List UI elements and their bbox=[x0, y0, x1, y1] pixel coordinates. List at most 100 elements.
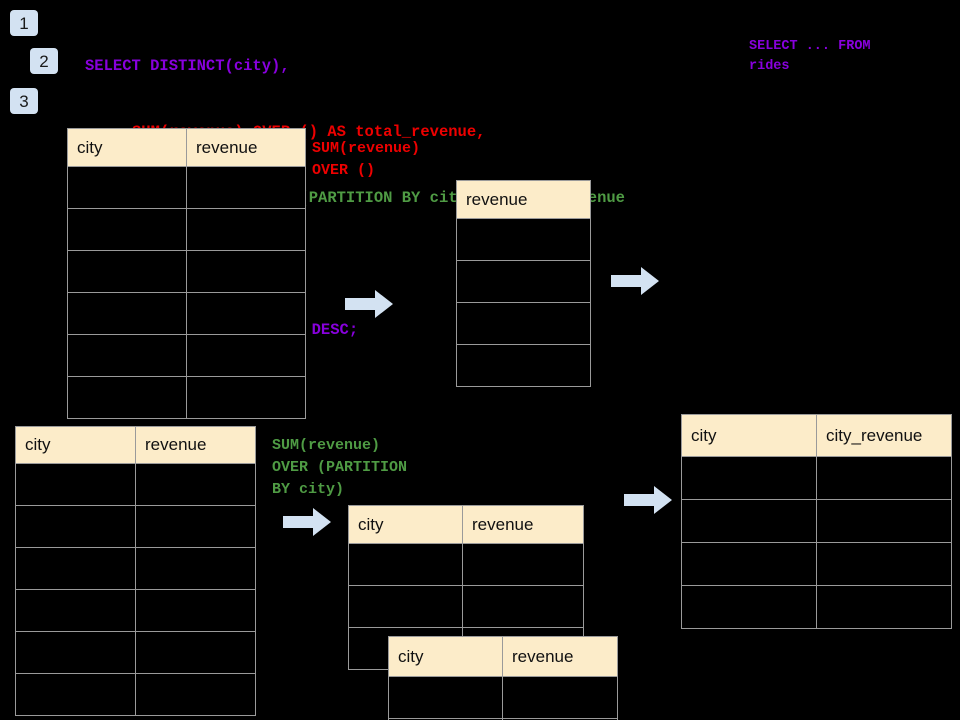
table-header-row: city revenue bbox=[348, 505, 584, 544]
table-header-row: city revenue bbox=[15, 426, 256, 464]
column-header-city: city bbox=[681, 414, 817, 457]
cell-revenue bbox=[456, 302, 591, 345]
cell-revenue bbox=[186, 250, 306, 293]
table-row bbox=[15, 505, 256, 548]
table-row bbox=[388, 676, 618, 719]
cell-city bbox=[67, 166, 187, 209]
cell-revenue bbox=[135, 631, 256, 674]
table-row bbox=[15, 589, 256, 632]
table-row bbox=[67, 334, 306, 377]
column-header-city-revenue: city_revenue bbox=[816, 414, 952, 457]
table-row bbox=[388, 718, 618, 720]
cell-revenue bbox=[186, 376, 306, 419]
cell-city-revenue bbox=[816, 499, 952, 543]
table-row bbox=[67, 376, 306, 419]
cell-city bbox=[67, 250, 187, 293]
column-header-city: city bbox=[388, 636, 503, 677]
cell-revenue bbox=[456, 260, 591, 303]
cell-city bbox=[15, 547, 136, 590]
step-badge-1: 1 bbox=[10, 10, 38, 36]
table-header-row: city revenue bbox=[388, 636, 618, 677]
cell-city bbox=[348, 543, 463, 586]
table-row bbox=[67, 250, 306, 293]
table-row bbox=[15, 463, 256, 506]
step-badge-1-label: 1 bbox=[19, 13, 29, 33]
cell-revenue bbox=[135, 673, 256, 716]
table-header-row: city revenue bbox=[67, 128, 306, 167]
cell-city bbox=[15, 589, 136, 632]
table-row bbox=[67, 166, 306, 209]
cell-city bbox=[681, 456, 817, 500]
step-badge-3: 3 bbox=[10, 88, 38, 114]
cell-revenue bbox=[502, 718, 618, 720]
cell-city bbox=[15, 505, 136, 548]
cell-revenue bbox=[186, 166, 306, 209]
table-row bbox=[456, 260, 591, 303]
total-revenue-note-label: SUM(revenue) OVER () bbox=[312, 140, 421, 179]
step-badge-2: 2 bbox=[30, 48, 58, 74]
sql-line-select: SELECT DISTINCT(city), bbox=[85, 57, 290, 75]
cell-revenue bbox=[462, 543, 584, 586]
table-header-row: revenue bbox=[456, 180, 591, 219]
table-row bbox=[681, 585, 952, 629]
table-row bbox=[67, 208, 306, 251]
cell-city bbox=[681, 542, 817, 586]
table-header-row: city city_revenue bbox=[681, 414, 952, 457]
cell-city bbox=[348, 585, 463, 628]
city-revenue-note-label: SUM(revenue) OVER (PARTITION BY city) bbox=[272, 437, 408, 498]
cell-revenue bbox=[456, 344, 591, 387]
cell-revenue bbox=[186, 208, 306, 251]
table-row bbox=[456, 218, 591, 261]
cell-city bbox=[67, 292, 187, 335]
source-note-label: SELECT ... FROM rides bbox=[749, 39, 871, 74]
table-row bbox=[15, 547, 256, 590]
cell-city bbox=[15, 631, 136, 674]
table-row bbox=[67, 292, 306, 335]
column-header-revenue: revenue bbox=[456, 180, 591, 219]
cell-city-revenue bbox=[816, 456, 952, 500]
cell-city bbox=[388, 676, 503, 719]
cell-city bbox=[67, 376, 187, 419]
rides-source-bottom-table: city revenue bbox=[15, 426, 256, 716]
cell-city bbox=[15, 673, 136, 716]
cell-city bbox=[15, 463, 136, 506]
column-header-city: city bbox=[15, 426, 136, 464]
column-header-revenue: revenue bbox=[135, 426, 256, 464]
arrow-total-revenue-to-result bbox=[611, 267, 659, 295]
cell-city bbox=[681, 499, 817, 543]
table-row bbox=[681, 542, 952, 586]
city-revenue-result-table: city city_revenue bbox=[681, 414, 952, 629]
table-row bbox=[681, 499, 952, 543]
total-revenue-table: revenue bbox=[456, 180, 591, 387]
cell-revenue bbox=[456, 218, 591, 261]
table-row bbox=[456, 344, 591, 387]
column-header-revenue: revenue bbox=[186, 128, 306, 167]
cell-city bbox=[67, 334, 187, 377]
cell-revenue bbox=[135, 547, 256, 590]
cell-city bbox=[67, 208, 187, 251]
table-row bbox=[15, 631, 256, 674]
table-row bbox=[681, 456, 952, 500]
table-row bbox=[456, 302, 591, 345]
column-header-city: city bbox=[348, 505, 463, 544]
cell-city-revenue bbox=[816, 585, 952, 629]
arrow-partition-to-result bbox=[624, 486, 672, 514]
partition-group-back-table: city revenue bbox=[348, 505, 584, 670]
cell-revenue bbox=[462, 585, 584, 628]
partition-group-front-table: city revenue bbox=[388, 636, 618, 720]
cell-revenue bbox=[135, 589, 256, 632]
cell-revenue bbox=[502, 676, 618, 719]
step-badge-3-label: 3 bbox=[19, 91, 29, 111]
arrow-top-to-total-revenue bbox=[345, 290, 393, 318]
cell-city-revenue bbox=[816, 542, 952, 586]
step-badge-2-label: 2 bbox=[39, 51, 49, 71]
rides-source-top-table: city revenue bbox=[67, 128, 306, 419]
cell-revenue bbox=[135, 505, 256, 548]
arrow-bottom-to-partition bbox=[283, 508, 331, 536]
cell-revenue bbox=[135, 463, 256, 506]
column-header-revenue: revenue bbox=[462, 505, 584, 544]
table-row bbox=[348, 585, 584, 628]
cell-revenue bbox=[186, 292, 306, 335]
column-header-revenue: revenue bbox=[502, 636, 618, 677]
